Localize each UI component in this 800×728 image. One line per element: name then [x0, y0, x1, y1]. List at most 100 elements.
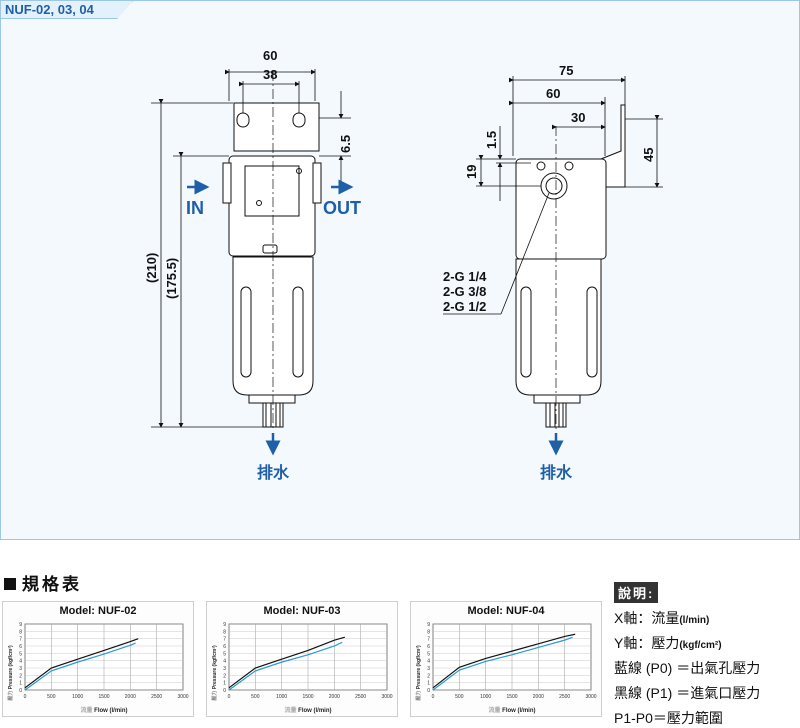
chart-title: Model: NUF-03	[263, 605, 341, 617]
y-tick-label: 9	[19, 622, 22, 628]
y-tick-label: 3	[19, 666, 22, 672]
chart-title: Model: NUF-02	[59, 605, 137, 617]
y-tick-label: 4	[223, 659, 226, 665]
y-tick-label: 7	[223, 637, 226, 643]
y-tick-label: 6	[223, 644, 226, 650]
x-tick-label: 500	[251, 694, 260, 700]
x-tick-label: 1000	[276, 694, 287, 700]
x-tick-label: 2000	[125, 694, 136, 700]
side-drain-label: 排水	[540, 463, 573, 482]
series-line-p1	[228, 636, 346, 689]
outlet-label: OUT	[323, 198, 361, 218]
y-axis-label-prefix: 壓力	[415, 689, 422, 701]
y-axis-label-prefix: 壓力	[7, 689, 14, 701]
technical-drawing: 60 38 6.5 (210) (175.5) IN OUT 排水	[144, 48, 663, 482]
y-tick-label: 7	[427, 637, 430, 643]
thread-size-3: 2-G 1/2	[443, 299, 486, 314]
y-tick-label: 8	[19, 629, 22, 635]
y-tick-label: 2	[19, 673, 22, 679]
x-tick-label: 0	[432, 694, 435, 700]
y-tick-label: 4	[427, 659, 430, 665]
y-axis-label: 壓力 Pressure (kgf/cm²)	[415, 645, 422, 702]
spec-heading: 規格表	[4, 570, 82, 595]
front-view	[151, 69, 351, 431]
square-bullet-icon	[4, 578, 16, 590]
x-axis-label-text: Flow (l/min)	[298, 708, 331, 714]
x-axis-label-prefix: 流量	[489, 706, 503, 714]
x-axis-label: 流量 Flow (l/min)	[489, 706, 536, 714]
y-tick-label: 0	[427, 688, 430, 694]
thread-size-2: 2-G 3/8	[443, 284, 486, 299]
x-tick-label: 1000	[72, 694, 83, 700]
dim-h19: 19	[464, 165, 479, 179]
series-line-p0	[432, 636, 573, 691]
y-tick-label: 9	[427, 622, 430, 628]
x-tick-label: 2000	[533, 694, 544, 700]
x-axis-label: 流量 Flow (l/min)	[81, 706, 128, 714]
dim-width-outer: 60	[263, 48, 277, 63]
mount-slot-right	[292, 112, 306, 128]
inlet-label: IN	[186, 198, 204, 218]
mount-slot-left	[236, 112, 250, 128]
y-tick-label: 8	[223, 629, 226, 635]
x-axis-label-text: Flow (l/min)	[502, 708, 535, 714]
x-tick-label: 0	[228, 694, 231, 700]
chart-title: Model: NUF-04	[467, 605, 545, 617]
legend-title: 說明:	[614, 582, 659, 603]
dim-gap: 6.5	[338, 135, 353, 153]
side-bowl	[515, 258, 602, 396]
y-tick-label: 6	[427, 644, 430, 650]
series-line-p0	[24, 642, 136, 691]
x-tick-label: 500	[455, 694, 464, 700]
dim-total-height: (210)	[144, 253, 159, 283]
dim-width-inner: 38	[263, 67, 277, 82]
x-tick-label: 1500	[506, 694, 517, 700]
x-tick-label: 3000	[585, 694, 596, 700]
y-tick-label: 5	[427, 651, 430, 657]
x-tick-label: 2500	[151, 694, 162, 700]
drawing-panel: NUF-02, 03, 04	[0, 0, 800, 540]
y-tick-label: 0	[19, 688, 22, 694]
legend-line-y-axis: Y軸：壓力(kgf/cm²)	[614, 635, 722, 651]
y-axis-label-text: Pressure (kgf/cm²)	[416, 645, 422, 689]
x-tick-label: 1000	[480, 694, 491, 700]
side-port	[540, 172, 568, 200]
y-tick-label: 2	[427, 673, 430, 679]
legend-line-x-axis: X軸：流量(l/min)	[614, 610, 710, 626]
series-line-p1	[432, 633, 576, 689]
front-mount-bracket	[233, 102, 320, 152]
front-drain-label: 排水	[257, 463, 290, 482]
x-axis-label: 流量 Flow (l/min)	[285, 706, 332, 714]
x-tick-label: 1500	[302, 694, 313, 700]
dim-h1-5: 1.5	[484, 131, 499, 149]
y-axis-label: 壓力 Pressure (kgf/cm²)	[211, 645, 218, 702]
x-axis-label-prefix: 流量	[81, 706, 95, 714]
y-tick-label: 0	[223, 688, 226, 694]
x-tick-label: 0	[24, 694, 27, 700]
legend-line-blue: 藍線 (P0) ＝出氣孔壓力	[614, 660, 761, 676]
y-tick-label: 8	[427, 629, 430, 635]
y-axis-label-prefix: 壓力	[211, 689, 218, 701]
legend-line-black: 黑線 (P1) ＝進氣口壓力	[614, 685, 761, 701]
dim-w75: 75	[559, 63, 573, 78]
y-tick-label: 6	[19, 644, 22, 650]
x-tick-label: 3000	[381, 694, 392, 700]
thread-size-1: 2-G 1/4	[443, 269, 487, 284]
side-view	[443, 76, 663, 431]
y-tick-label: 2	[223, 673, 226, 679]
x-tick-label: 2500	[559, 694, 570, 700]
y-tick-label: 9	[223, 622, 226, 628]
y-tick-label: 3	[427, 666, 430, 672]
legend-line-range: P1-P0＝壓力範圍	[614, 710, 723, 726]
y-tick-label: 1	[427, 681, 430, 687]
side-head	[515, 158, 607, 260]
dim-w60: 60	[546, 86, 560, 101]
y-axis-label: 壓力 Pressure (kgf/cm²)	[7, 645, 14, 702]
series-line-p1	[24, 638, 139, 689]
dim-w30: 30	[571, 110, 585, 125]
y-tick-label: 5	[223, 651, 226, 657]
